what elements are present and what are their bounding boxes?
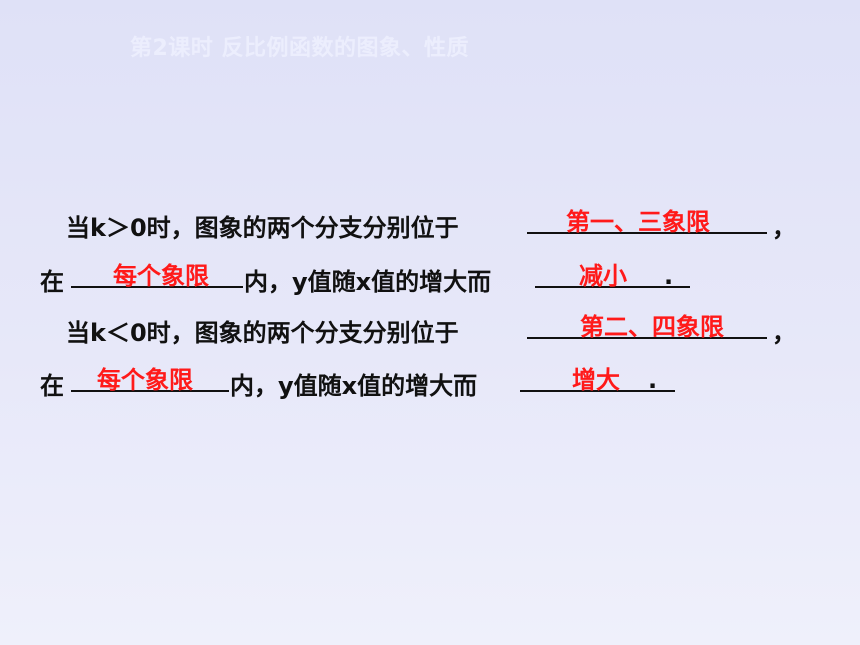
answer-blank: [71, 286, 243, 288]
answer-blank: [527, 337, 767, 339]
comma: ，: [772, 214, 796, 242]
statement-text: 在: [40, 268, 64, 296]
answer-blank: [520, 390, 675, 392]
answer-each-quadrant: 每个象限: [97, 366, 193, 394]
period: .: [648, 366, 658, 394]
answer-blank: [71, 390, 229, 392]
answer-quadrants: 第一、三象限: [566, 208, 710, 236]
statement-text: 当k＜0时，图象的两个分支分别位于: [66, 319, 459, 347]
statement-text: 内，y值随x值的增大而: [244, 268, 492, 296]
answer-blank: [535, 286, 690, 288]
statement-text: 当k＞0时，图象的两个分支分别位于: [66, 214, 459, 242]
period: .: [664, 262, 674, 290]
answer-each-quadrant: 每个象限: [113, 262, 209, 290]
answer-increase: 增大: [572, 366, 620, 394]
comma: ，: [772, 319, 796, 347]
statement-text: 内，y值随x值的增大而: [230, 372, 478, 400]
statement-text: 在: [40, 372, 64, 400]
answer-quadrants: 第二、四象限: [580, 313, 724, 341]
slide-title: 第2课时 反比例函数的图象、性质: [130, 36, 469, 61]
answer-blank: [527, 232, 767, 234]
answer-decrease: 减小: [579, 262, 627, 290]
